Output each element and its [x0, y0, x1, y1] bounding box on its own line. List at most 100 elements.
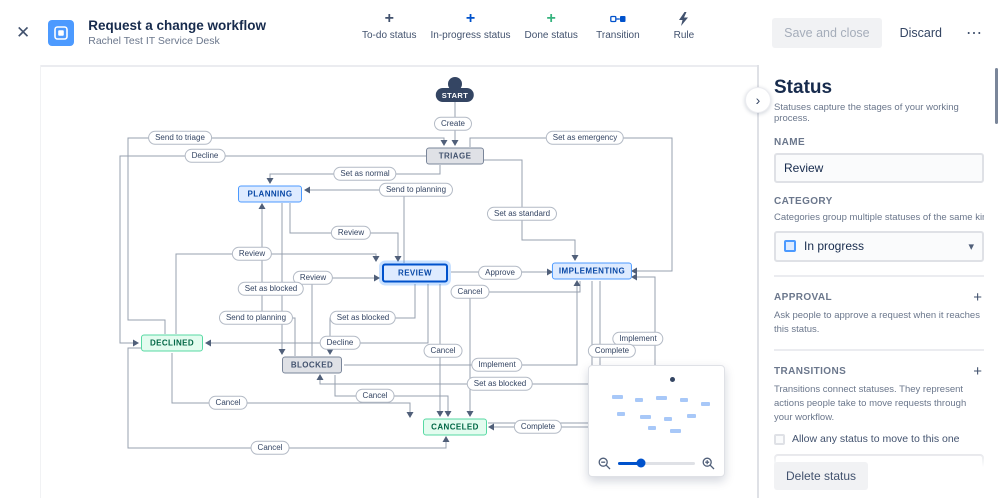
status-node-declined[interactable]: DECLINED [141, 334, 203, 352]
status-name-input[interactable] [774, 153, 984, 183]
transition-label[interactable]: Cancel [355, 388, 395, 404]
tool-done-status[interactable]: + Done status [525, 10, 578, 41]
transition-edge-review-from-declined[interactable] [175, 253, 380, 334]
transition-edge-set-as-emergency[interactable] [469, 137, 673, 275]
transition-label[interactable]: Cancel [423, 343, 463, 359]
transition-edge-cancel-from-implementing[interactable] [466, 281, 581, 417]
status-node-review[interactable]: REVIEW [382, 263, 448, 283]
transition-label[interactable]: Send to triage [148, 130, 212, 146]
transition-edge-complete[interactable] [488, 281, 601, 431]
tool-label: In-progress status [430, 30, 511, 41]
transition-label[interactable]: Set as blocked [329, 310, 397, 326]
transitions-section-label: TRANSITIONS + [774, 364, 984, 379]
transition-edge-set-as-standard[interactable] [484, 159, 579, 261]
transition-edge-decline-2[interactable] [205, 284, 429, 347]
workflow-canvas[interactable]: START TRIAGE PLANNING REVIEW IMPLEMENTING DEC… [0, 65, 757, 498]
transition-label[interactable]: Cancel [208, 395, 248, 411]
tool-in-progress-status[interactable]: + In-progress status [430, 10, 510, 41]
transition-label[interactable]: Cancel [250, 440, 290, 456]
transition-label[interactable]: Review [292, 270, 334, 286]
chevron-right-icon: › [755, 92, 761, 108]
page-subtitle: Rachel Test IT Service Desk [88, 35, 220, 47]
minimap-node [687, 414, 696, 418]
transition-label[interactable]: Set as blocked [466, 376, 534, 392]
collapse-panel-button[interactable]: › [745, 87, 771, 113]
page-title: Request a change workflow [88, 18, 267, 33]
approval-label: APPROVAL [774, 291, 833, 303]
transition-label[interactable]: Review [231, 246, 273, 262]
close-icon: ✕ [16, 23, 31, 42]
section-divider [774, 349, 984, 352]
transition-label[interactable]: Set as standard [486, 206, 558, 222]
transition-label[interactable]: Set as emergency [545, 130, 625, 146]
scrollbar-thumb[interactable] [995, 68, 998, 124]
transition-edge-cancel-loop[interactable] [127, 347, 450, 449]
minimap-preview[interactable] [592, 369, 721, 447]
status-node-blocked[interactable]: BLOCKED [282, 356, 342, 374]
start-dot [448, 77, 462, 91]
tool-label: To-do status [362, 30, 417, 41]
toolbar: + To-do status + In-progress status + Do… [362, 10, 710, 41]
topbar: ✕ Request a change workflow Rachel Test … [0, 0, 999, 65]
transition-label[interactable]: Implement [471, 357, 523, 373]
status-node-triage[interactable]: TRIAGE [426, 147, 484, 165]
title-block: Request a change workflow Rachel Test IT… [88, 18, 266, 47]
minimap-node [680, 398, 688, 402]
more-button[interactable]: ⋯ [960, 19, 989, 47]
tool-transition[interactable]: Transition [592, 10, 644, 41]
transition-label[interactable]: Decline [184, 148, 226, 164]
transition-label[interactable]: Implement [612, 331, 664, 347]
save-and-close-button[interactable]: Save and close [772, 17, 882, 48]
status-node-planning[interactable]: PLANNING [238, 185, 302, 203]
minimap-node [640, 415, 651, 419]
transition-label[interactable]: Approve [478, 265, 522, 281]
panel-title: Status [774, 77, 833, 98]
transition-label[interactable]: Create [433, 116, 473, 132]
category-value: In progress [804, 239, 865, 254]
approval-description: Ask people to approve a request when it … [774, 309, 980, 335]
status-node-canceled[interactable]: CANCELED [423, 418, 487, 436]
transition-label[interactable]: Decline [319, 335, 361, 351]
zoom-in-icon[interactable] [702, 457, 715, 470]
transition-edge-cancel-from-declined[interactable] [171, 353, 414, 418]
tool-todo-status[interactable]: + To-do status [362, 10, 416, 41]
chevron-down-icon: ▾ [968, 240, 974, 253]
transition-edge-decline-to-declined[interactable] [119, 155, 426, 347]
transition-label[interactable]: Review [330, 225, 372, 241]
name-label: NAME [774, 137, 806, 148]
add-approval-button[interactable]: + [973, 288, 982, 306]
start-node[interactable]: START [435, 88, 475, 102]
delete-status-button[interactable]: Delete status [774, 462, 869, 490]
close-button[interactable]: ✕ [12, 20, 34, 45]
transition-edge-send-to-triage[interactable] [127, 137, 448, 334]
transition-label[interactable]: Send to planning [378, 182, 454, 198]
transition-edge-implement-b[interactable] [488, 273, 656, 424]
category-description: Categories group multiple statuses of th… [774, 212, 984, 223]
minimap[interactable] [588, 365, 725, 477]
minimap-start-dot [670, 377, 675, 382]
transition-edge-set-as-blocked-c[interactable] [316, 281, 593, 385]
transition-label[interactable]: Complete [513, 419, 563, 435]
transition-label[interactable]: Set as blocked [237, 281, 305, 297]
discard-button[interactable]: Discard [890, 18, 952, 48]
transition-edge-implement-a[interactable] [344, 280, 581, 366]
zoom-out-icon[interactable] [598, 457, 611, 470]
status-node-implementing[interactable]: IMPLEMENTING [551, 262, 633, 280]
transition-label[interactable]: Cancel [450, 284, 490, 300]
allow-any-status-label: Allow any status to move to this one [792, 432, 960, 445]
add-transition-button[interactable]: + [973, 363, 982, 381]
zoom-slider-fill [618, 461, 642, 465]
zoom-slider[interactable] [618, 458, 695, 468]
transition-label[interactable]: Set as normal [333, 166, 397, 182]
zoom-slider-thumb[interactable] [636, 458, 646, 468]
in-progress-category-icon [784, 240, 796, 253]
canvas-left-divider [40, 65, 41, 498]
transitions-label: TRANSITIONS [774, 366, 847, 378]
transition-label[interactable]: Send to planning [218, 310, 294, 326]
tool-rule[interactable]: Rule [658, 10, 710, 41]
category-select[interactable]: In progress ▾ [774, 230, 984, 262]
minimap-node [612, 395, 623, 399]
transition-label[interactable]: Complete [587, 343, 637, 359]
allow-any-status-checkbox[interactable]: Allow any status to move to this one [774, 433, 984, 445]
